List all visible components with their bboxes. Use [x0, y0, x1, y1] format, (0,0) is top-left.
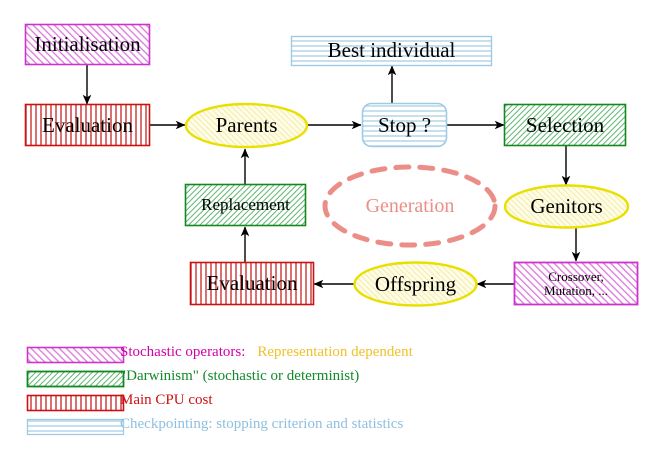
- node-shape-genitors[interactable]: [503, 184, 630, 229]
- legend-swatch-stochastic-operators: [26, 346, 125, 364]
- node-shape-initialisation[interactable]: [24, 23, 151, 66]
- legend-text-darwinism: "Darwinism" (stochastic or determinist): [120, 368, 360, 384]
- node-shape-best-individual[interactable]: [290, 35, 493, 67]
- legend-text-primary-stochastic: Stochastic operators:: [120, 344, 246, 360]
- node-shape-crossover[interactable]: [513, 261, 639, 306]
- node-shape-parents[interactable]: [184, 102, 309, 149]
- edge-group: [82, 65, 581, 289]
- node-shape-selection[interactable]: [503, 103, 627, 147]
- legend-text-secondary-stochastic: Representation dependent: [257, 344, 413, 360]
- legend-text-checkpointing: Checkpointing: stopping criterion and st…: [120, 416, 404, 432]
- legend-text-main-cpu-cost: Main CPU cost: [120, 392, 213, 408]
- node-shape-replacement[interactable]: [184, 183, 307, 227]
- legend-swatch-main-cpu-cost: [26, 394, 125, 412]
- legend-swatch-checkpointing: [26, 418, 125, 436]
- node-shape-evaluation-top[interactable]: [24, 103, 151, 147]
- legend-text-stochastic-operators: Stochastic operators: Representation depe…: [120, 344, 413, 361]
- node-shape-evaluation-bottom[interactable]: [189, 261, 315, 306]
- node-shape-generation-loop: [322, 164, 498, 248]
- node-shape-offspring[interactable]: [353, 261, 478, 307]
- legend-swatch-darwinism: [26, 370, 125, 388]
- node-shape-stop[interactable]: [361, 102, 448, 148]
